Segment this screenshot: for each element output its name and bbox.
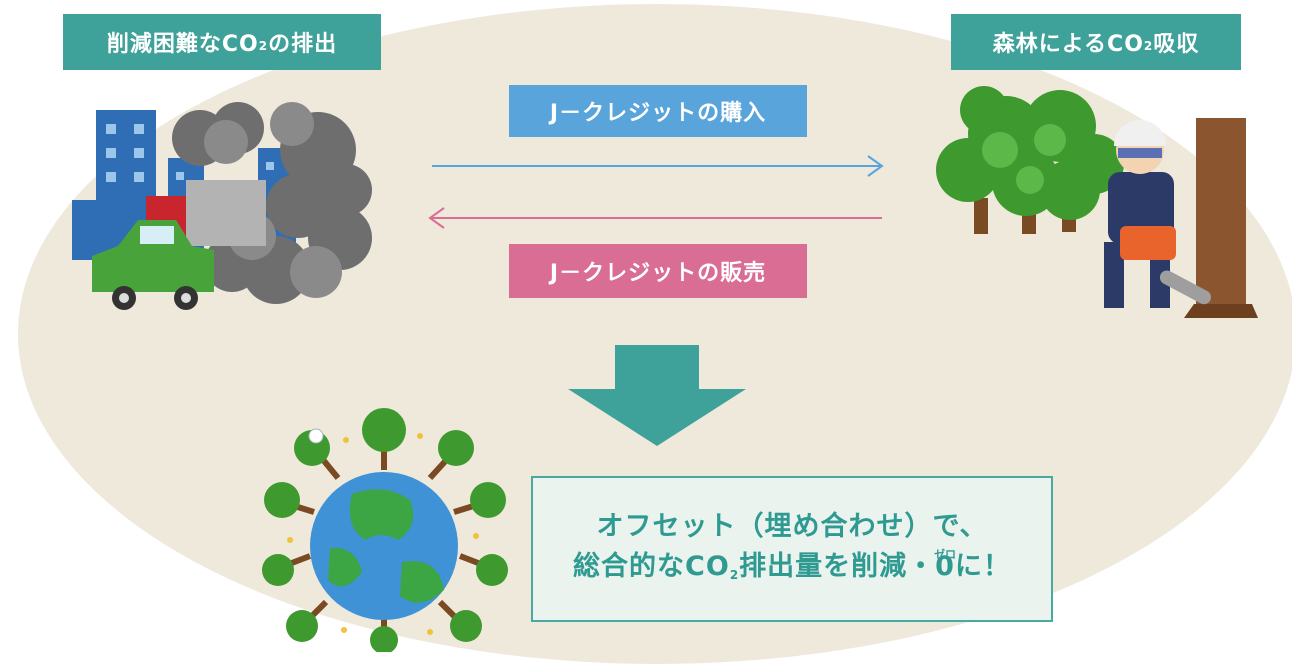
credit-purchase-label: J－クレジットの購入 (509, 85, 807, 137)
exchange-arrows (428, 155, 884, 229)
absorption-label-sub: 2 (1143, 39, 1154, 53)
emission-label-main: 削減困難なCO (106, 32, 259, 57)
zero-text: 0 (935, 551, 955, 582)
emission-label-sub: 2 (258, 39, 269, 53)
down-arrow (568, 345, 746, 446)
earth-trees-illustration (262, 408, 508, 652)
result-line-2-main: 総合的なCO (573, 551, 730, 582)
credit-sale-label: J－クレジットの販売 (509, 244, 807, 298)
emission-label-tail: の排出 (268, 32, 338, 57)
city-emission-illustration (72, 102, 372, 310)
result-line-2-tail: 排出量を削減・ (739, 551, 936, 582)
absorption-label-tail: 吸収 (1153, 32, 1200, 57)
zero-ruby: ゼロ (934, 548, 957, 561)
result-line-1: オフセット（埋め合わせ）で、 (596, 511, 988, 542)
forest-worker-illustration (936, 86, 1258, 318)
result-line-2-end: に！ (954, 551, 1011, 582)
absorption-label-main: 森林によるCO (992, 32, 1144, 57)
result-line-2-sub: 2 (729, 568, 740, 582)
